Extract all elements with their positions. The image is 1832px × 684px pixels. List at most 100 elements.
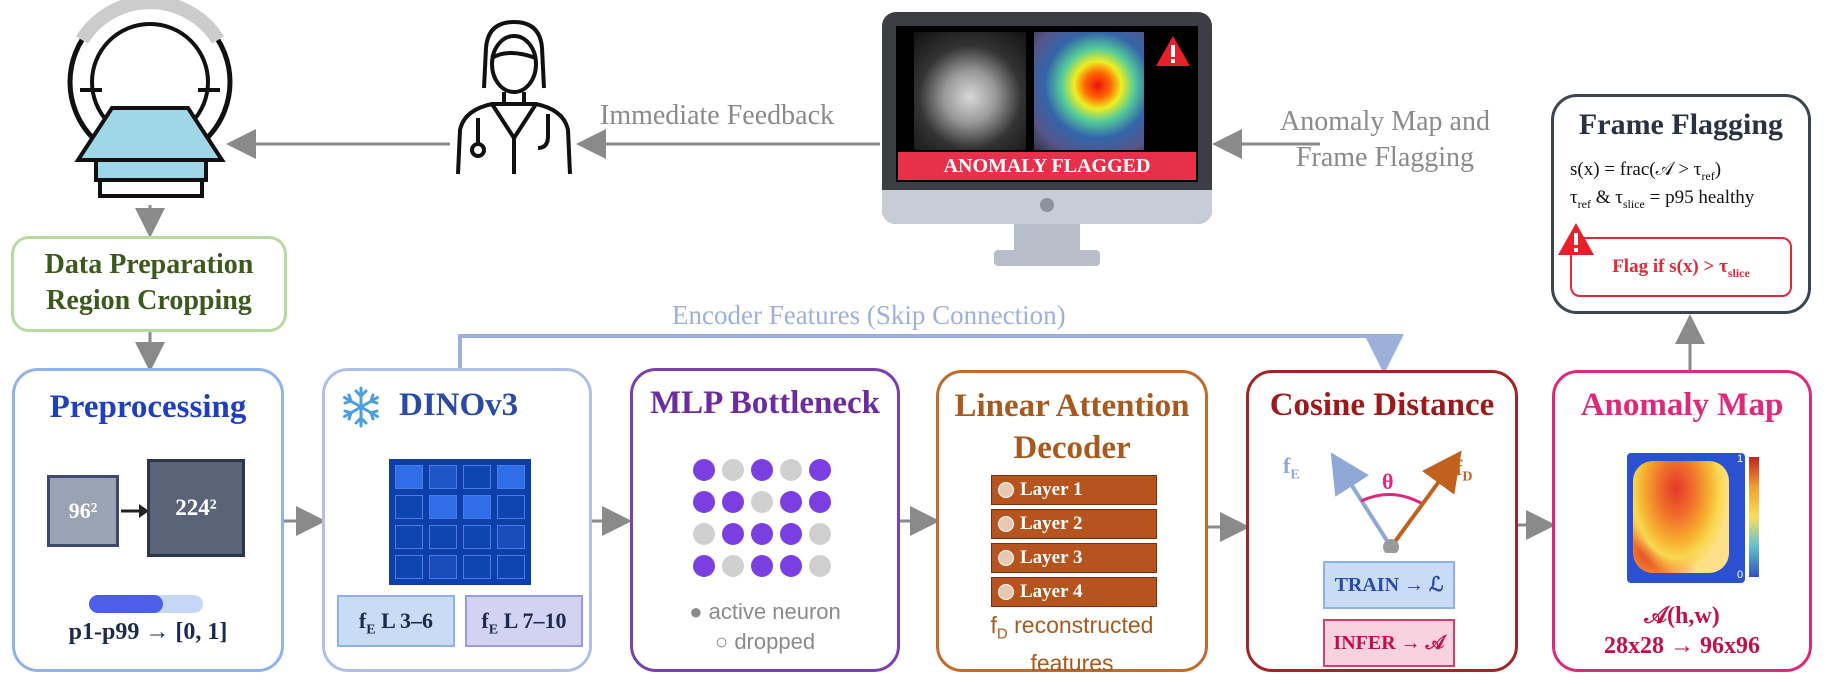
dropped-neuron — [809, 523, 831, 545]
mlp-bottleneck-title: MLP Bottleneck — [649, 385, 881, 421]
patch-cell — [463, 495, 491, 519]
layer-label: Layer 1 — [1020, 479, 1083, 500]
cosine-distance-title: Cosine Distance — [1269, 387, 1495, 423]
active-neuron — [809, 491, 831, 513]
skip-connection-line — [458, 334, 1404, 374]
encoder-features-deep: fE L 7–10 — [465, 595, 583, 647]
active-neuron — [693, 491, 715, 513]
patch-cell — [463, 525, 491, 549]
layer-dot-icon — [998, 550, 1014, 566]
doctor-icon — [456, 19, 572, 175]
skip-connection-label: Encoder Features (Skip Connection) — [672, 300, 1066, 330]
mri-scanner-icon — [67, 0, 233, 198]
theta-label: θ — [1382, 469, 1394, 494]
heatmap-image-right — [1034, 32, 1144, 150]
dinov3-box: DINOv3 fE L 3–6 fE L 7–10 — [322, 368, 592, 672]
patch-cell — [429, 465, 457, 489]
dropped-neuron — [722, 555, 744, 577]
decoder-layer-4: Layer 4 — [991, 577, 1157, 607]
patch-cell — [395, 555, 423, 579]
dropped-neuron — [780, 459, 802, 481]
patch-cell — [497, 555, 525, 579]
dropped-neuron — [693, 523, 715, 545]
preprocessing-title: Preprocessing — [49, 389, 247, 425]
active-neuron — [693, 555, 715, 577]
warning-icon — [1156, 36, 1190, 66]
monitor-stand — [994, 250, 1100, 266]
normalization-caption: p1-p99 → [0, 1] — [68, 619, 228, 645]
active-neuron — [751, 555, 773, 577]
dropped-neuron — [809, 555, 831, 577]
monitor-power-dot — [1040, 198, 1054, 212]
layer-dot-icon — [998, 516, 1014, 532]
active-neuron — [780, 491, 802, 513]
frame-flagging-box: Frame Flagging s(x) = frac(𝒜 > τref) τre… — [1551, 94, 1811, 314]
decoder-layer-2: Layer 2 — [991, 509, 1157, 539]
patch-cell — [429, 525, 457, 549]
threshold-formula: τref & τslice = p95 healthy — [1570, 187, 1755, 211]
neuron-grid — [693, 459, 843, 583]
train-loss-badge: TRAIN → ℒ — [1323, 561, 1455, 609]
patch-cell — [497, 525, 525, 549]
layer-dot-icon — [998, 482, 1014, 498]
snowflake-icon — [343, 386, 379, 428]
data-preparation-box: Data Preparation Region Cropping — [11, 236, 287, 332]
patch-cell — [395, 525, 423, 549]
active-neuron — [780, 523, 802, 545]
active-neuron — [722, 491, 744, 513]
anomaly-heatmap — [1627, 453, 1745, 583]
patch-cell — [497, 495, 525, 519]
mri-image-left — [914, 32, 1026, 150]
decoder-caption: fD reconstructed features — [990, 612, 1154, 676]
decoder-box: Linear Attention Decoder Layer 1 Layer 2 L… — [936, 370, 1208, 676]
legend-active: ● active neuron — [689, 599, 841, 624]
frame-flagging-title: Frame Flagging — [1578, 108, 1784, 141]
patch-cell — [429, 555, 457, 579]
active-neuron — [809, 459, 831, 481]
anomaly-flagged-banner: ANOMALY FLAGGED — [898, 152, 1196, 180]
vector-angle-diagram — [1330, 450, 1462, 553]
patch-cell — [463, 465, 491, 489]
layer-label: Layer 4 — [1020, 581, 1083, 602]
preprocessing-box: Preprocessing 96² 224² p1-p99 → [0, 1] — [12, 368, 284, 672]
anomaly-map-title: Anomaly Map — [1580, 387, 1784, 423]
layer-dot-icon — [998, 584, 1014, 600]
active-neuron — [751, 523, 773, 545]
dinov3-title: DINOv3 — [399, 387, 519, 423]
input-size-96: 96² — [47, 475, 119, 547]
layer-label: Layer 3 — [1020, 547, 1083, 568]
active-neuron — [693, 459, 715, 481]
data-preparation-title: Data Preparation Region Cropping — [44, 249, 254, 316]
active-neuron — [751, 459, 773, 481]
layer-label: Layer 2 — [1020, 513, 1083, 534]
score-formula: s(x) = frac(𝒜 > τref) — [1570, 159, 1722, 183]
encoder-features-shallow: fE L 3–6 — [337, 595, 455, 647]
monitor-neck — [1014, 224, 1080, 250]
flag-rule-box: Flag if s(x) > τslice — [1570, 237, 1792, 297]
colorbar-min: 0 — [1737, 569, 1744, 581]
colorbar-max: 1 — [1737, 453, 1744, 465]
active-neuron — [780, 555, 802, 577]
fd-vector-label: fD — [1455, 455, 1473, 485]
patch-grid — [389, 459, 531, 585]
patch-cell — [429, 495, 457, 519]
patch-cell — [395, 495, 423, 519]
anomaly-map-box: Anomaly Map 1 0 𝒜(h,w) 28x28 → 96x96 — [1552, 370, 1812, 672]
immediate-feedback-label: Immediate Feedback — [600, 100, 835, 131]
decoder-title: Linear Attention Decoder — [954, 388, 1190, 466]
dropped-neuron — [751, 491, 773, 513]
colorbar — [1749, 457, 1759, 577]
active-neuron — [722, 523, 744, 545]
flag-warning-icon — [1558, 223, 1594, 255]
patch-cell — [463, 555, 491, 579]
cosine-distance-box: Cosine Distance fE fD θ TRAIN → ℒ INFER … — [1246, 370, 1518, 672]
resize-arrow-icon — [121, 504, 149, 518]
patch-cell — [497, 465, 525, 489]
infer-anomaly-badge: INFER → 𝒜 — [1323, 619, 1455, 667]
intensity-bar-fill — [89, 595, 163, 613]
fe-vector-label: fE — [1283, 453, 1300, 483]
patch-cell — [395, 465, 423, 489]
anomaly-flagging-label: Anomaly Map and Frame Flagging — [1280, 106, 1490, 173]
mlp-bottleneck-box: MLP Bottleneck ● active neuron ○ dropped — [630, 368, 900, 672]
input-size-224: 224² — [147, 459, 245, 557]
